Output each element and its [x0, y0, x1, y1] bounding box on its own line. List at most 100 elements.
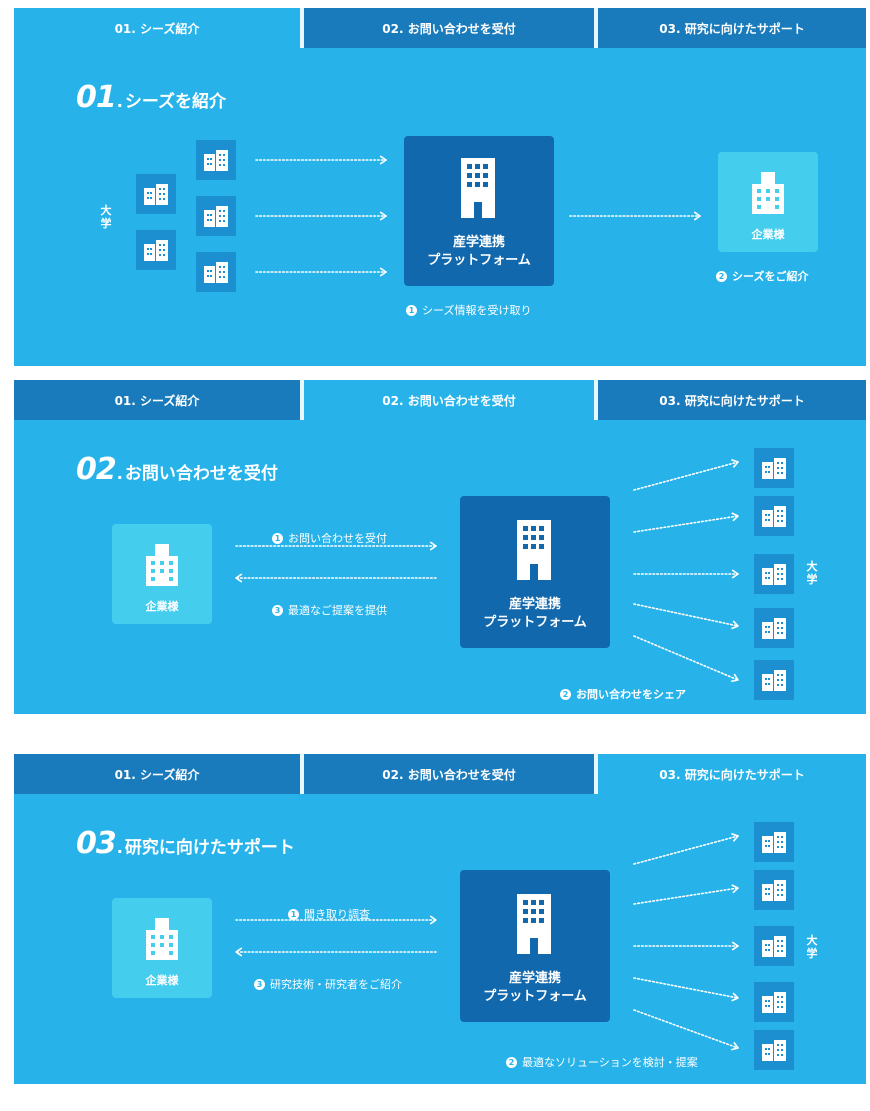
section-heading: 01.シーズを紹介: [76, 80, 226, 115]
platform-label-line1: 産学連携: [508, 971, 561, 986]
university-building-icon: [754, 660, 794, 700]
step-label: 1 聞き取り調査: [288, 906, 370, 922]
university-building-icon: [196, 196, 236, 236]
tab-inquiry[interactable]: 02. お問い合わせを受付: [304, 8, 598, 48]
university-label: 大学: [100, 204, 112, 230]
section-title: シーズを紹介: [124, 92, 226, 112]
panel-inquiry: 01. シーズ紹介 02. お問い合わせを受付 03. 研究に向けたサポート 0…: [14, 380, 866, 714]
dotted-arrow: [255, 155, 387, 165]
step-label: 3 研究技術・研究者をご紹介: [254, 976, 402, 992]
tab-research-support[interactable]: 03. 研究に向けたサポート: [598, 8, 866, 48]
dotted-arrow: [255, 267, 387, 277]
step-text: シーズ情報を受け取り: [422, 304, 532, 317]
platform-label-line2: プラットフォーム: [427, 253, 531, 268]
platform-label-line2: プラットフォーム: [483, 615, 587, 630]
step-text: 最適なご提案を提供: [288, 604, 387, 617]
step-text: お問い合わせをシェア: [576, 688, 686, 701]
step-badge: 1: [406, 304, 417, 316]
step-label: 2 最適なソリューションを検討・提案: [506, 1054, 698, 1070]
step-text: お問い合わせを受付: [288, 532, 387, 545]
building-icon: [461, 158, 495, 218]
university-building-icon: [754, 448, 794, 488]
tab-bar: 01. シーズ紹介 02. お問い合わせを受付 03. 研究に向けたサポート: [14, 380, 866, 420]
step-badge: 2: [506, 1056, 517, 1068]
step-badge: 3: [272, 604, 283, 616]
university-building-icon: [196, 140, 236, 180]
dotted-arrow: [633, 977, 739, 1002]
building-icon: [146, 544, 178, 586]
dotted-arrow: [235, 947, 437, 957]
dotted-arrow: [569, 211, 701, 221]
company-label: 企業様: [145, 600, 179, 613]
university-building-icon: [136, 174, 176, 214]
panel-seeds-introduction: 01. シーズ紹介 02. お問い合わせを受付 03. 研究に向けたサポート 0…: [14, 8, 866, 366]
tab-research-support[interactable]: 03. 研究に向けたサポート: [598, 754, 866, 794]
section-heading: 02.お問い合わせを受付: [76, 452, 278, 487]
building-icon: [752, 172, 784, 214]
platform-box: 産学連携 プラットフォーム: [460, 870, 610, 1022]
company-box: 企業様: [718, 152, 818, 252]
building-icon: [517, 894, 551, 954]
building-icon: [146, 918, 178, 960]
dotted-arrow: [633, 832, 739, 865]
step-text: 聞き取り調査: [304, 908, 370, 921]
university-building-icon: [754, 608, 794, 648]
university-building-icon: [754, 822, 794, 862]
step-label: 2 シーズをご紹介: [716, 268, 808, 284]
dotted-arrow: [255, 211, 387, 221]
university-building-icon: [754, 1030, 794, 1070]
platform-label-line1: 産学連携: [508, 597, 561, 612]
step-label: 1 シーズ情報を受け取り: [406, 302, 531, 318]
company-box: 企業様: [112, 524, 212, 624]
company-label: 企業様: [145, 974, 179, 987]
dotted-arrow: [633, 603, 739, 630]
step-badge: 2: [716, 270, 727, 282]
platform-box: 産学連携 プラットフォーム: [460, 496, 610, 648]
tab-seeds[interactable]: 01. シーズ紹介: [14, 380, 304, 420]
step-text: 研究技術・研究者をご紹介: [270, 978, 402, 991]
section-title: お問い合わせを受付: [124, 464, 278, 484]
tab-bar: 01. シーズ紹介 02. お問い合わせを受付 03. 研究に向けたサポート: [14, 8, 866, 48]
dotted-arrow: [633, 884, 739, 905]
company-box: 企業様: [112, 898, 212, 998]
tab-seeds[interactable]: 01. シーズ紹介: [14, 754, 304, 794]
university-label: 大学: [806, 934, 818, 960]
step-label: 3 最適なご提案を提供: [272, 602, 387, 618]
company-label: 企業様: [751, 228, 785, 241]
step-badge: 1: [288, 908, 299, 920]
tab-seeds[interactable]: 01. シーズ紹介: [14, 8, 304, 48]
platform-label-line2: プラットフォーム: [483, 989, 587, 1004]
dotted-arrow: [633, 458, 739, 491]
dotted-arrow: [235, 573, 437, 583]
platform-box: 産学連携 プラットフォーム: [404, 136, 554, 286]
section-title: 研究に向けたサポート: [124, 838, 295, 858]
step-badge: 3: [254, 978, 265, 990]
step-text: 最適なソリューションを検討・提案: [522, 1056, 698, 1069]
section-separator: .: [116, 92, 123, 111]
tab-bar: 01. シーズ紹介 02. お問い合わせを受付 03. 研究に向けたサポート: [14, 754, 866, 794]
tab-research-support[interactable]: 03. 研究に向けたサポート: [598, 380, 866, 420]
university-building-icon: [754, 496, 794, 536]
tab-inquiry[interactable]: 02. お問い合わせを受付: [304, 754, 598, 794]
tab-inquiry[interactable]: 02. お問い合わせを受付: [304, 380, 598, 420]
university-building-icon: [754, 926, 794, 966]
step-text: シーズをご紹介: [732, 270, 809, 283]
panel-research-support: 01. シーズ紹介 02. お問い合わせを受付 03. 研究に向けたサポート 0…: [14, 754, 866, 1084]
section-heading: 03.研究に向けたサポート: [76, 826, 295, 861]
section-number: 02: [76, 452, 117, 487]
dotted-arrow: [633, 941, 739, 951]
university-building-icon: [754, 982, 794, 1022]
dotted-arrow: [633, 1009, 739, 1051]
dotted-arrow: [633, 512, 739, 533]
platform-label-line1: 産学連携: [452, 235, 505, 250]
dotted-arrow: [633, 569, 739, 579]
section-number: 03: [76, 826, 117, 861]
university-building-icon: [136, 230, 176, 270]
section-separator: .: [116, 464, 123, 483]
section-number: 01: [76, 80, 117, 115]
university-building-icon: [754, 554, 794, 594]
university-building-icon: [754, 870, 794, 910]
section-separator: .: [116, 838, 123, 857]
